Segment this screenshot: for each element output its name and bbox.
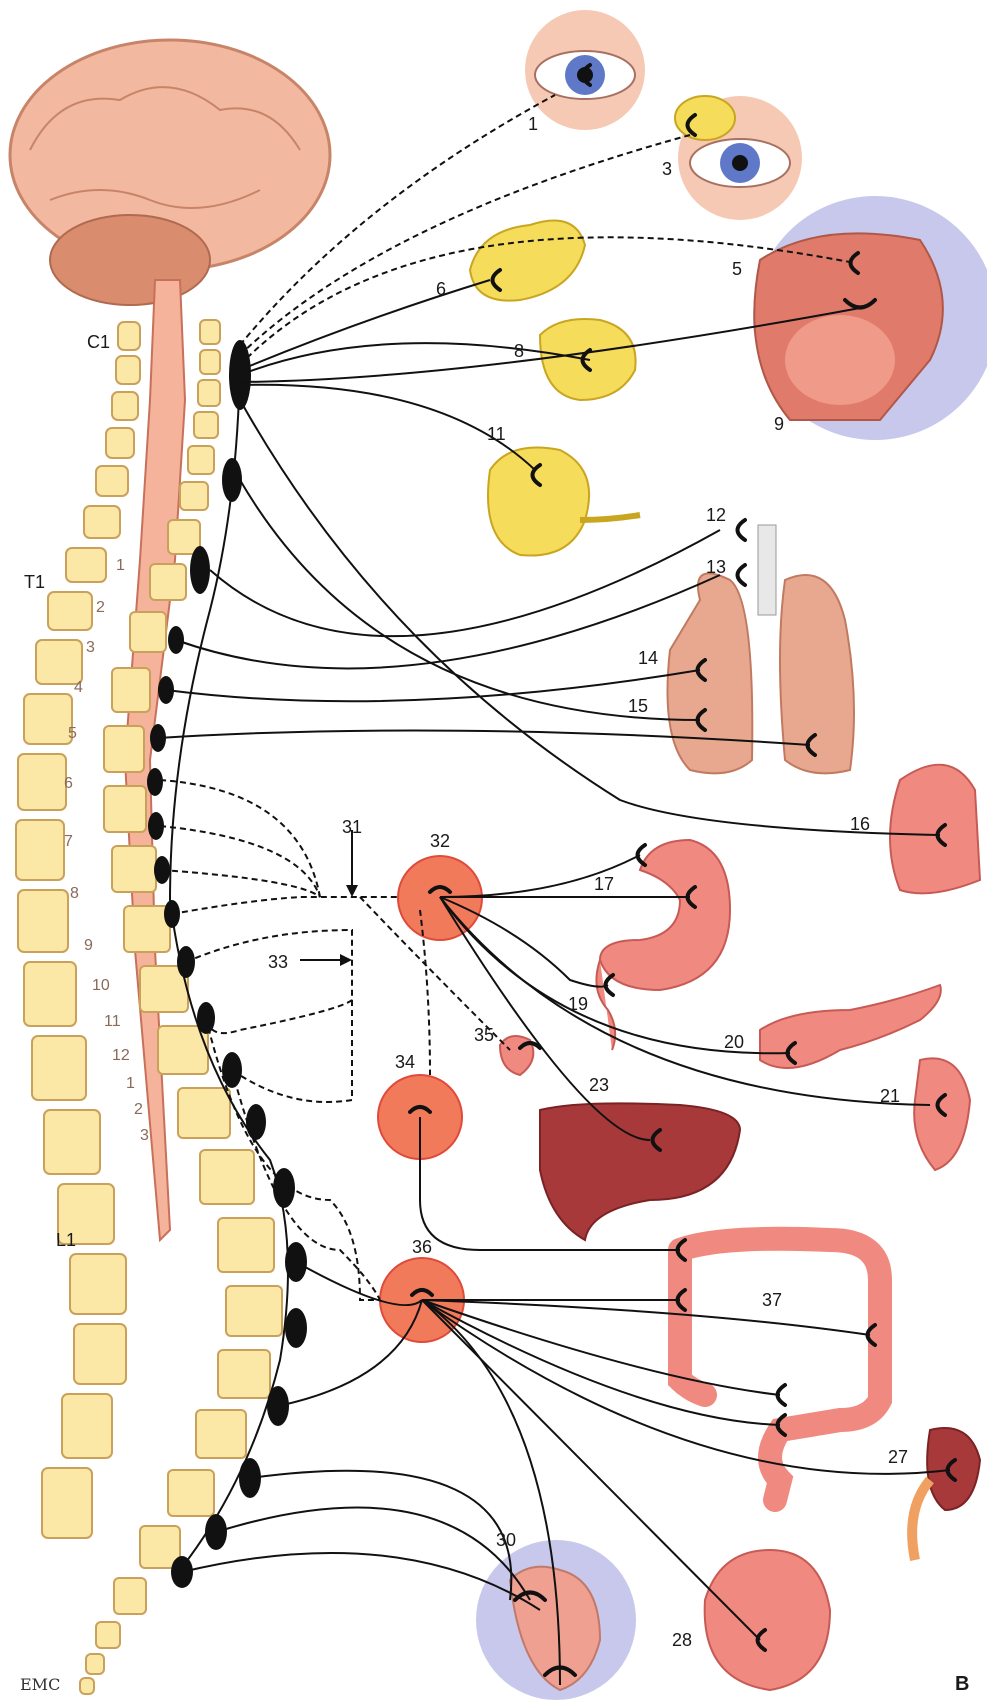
panel-letter: B [955,1673,969,1695]
label-l1: L1 [56,1230,76,1250]
label-5: 5 [732,259,742,279]
label-15: 15 [628,696,648,716]
lacrimal-gland [675,96,735,140]
label-1: 1 [528,114,538,134]
label-t1: T1 [24,572,45,592]
label-3: 3 [662,159,672,179]
segment-label: 6 [64,775,73,792]
vertebral-column [16,322,140,1538]
mouth-nasal-cavity [753,196,987,440]
segment-label: 8 [70,885,79,902]
label-34: 34 [395,1052,415,1072]
label-32: 32 [430,831,450,851]
label-23: 23 [589,1075,609,1095]
signature: EMC [20,1675,60,1694]
lacrimal-gland-6 [470,221,585,301]
genitals [476,1540,636,1700]
label-6: 6 [436,279,446,299]
segment-label: 5 [68,725,77,742]
segment-label: 10 [92,977,110,994]
liver [540,1103,740,1240]
segment-label: 7 [64,833,73,850]
label-36: 36 [412,1237,432,1257]
label-28: 28 [672,1630,692,1650]
brain [10,40,330,305]
bladder [705,1550,830,1690]
segment-label: 1 [126,1075,135,1092]
colon [680,1239,880,1500]
label-14: 14 [638,648,658,668]
label-12: 12 [706,505,726,525]
lungs [668,525,855,773]
label-9: 9 [774,414,784,434]
label-19: 19 [568,994,588,1014]
label-27: 27 [888,1447,908,1467]
stomach [600,840,730,990]
label-13: 13 [706,557,726,577]
label-8: 8 [514,341,524,361]
segment-label: 12 [112,1047,130,1064]
heart [890,765,980,894]
label-c1: C1 [87,332,110,352]
segment-label: 1 [116,557,125,574]
segment-label: 3 [140,1127,149,1144]
segment-label: 2 [134,1101,143,1118]
label-21: 21 [880,1086,900,1106]
segment-label: 2 [96,599,105,616]
label-11: 11 [487,424,506,444]
label-31: 31 [342,817,362,837]
label-17: 17 [594,874,614,894]
label-37: 37 [762,1290,782,1310]
label-16: 16 [850,814,870,834]
segment-label: 3 [86,639,95,656]
segment-label: 4 [74,679,83,696]
segment-label: 11 [104,1013,121,1030]
label-20: 20 [724,1032,744,1052]
label-35: 35 [474,1025,494,1045]
label-33: 33 [268,952,288,972]
label-30: 30 [496,1530,516,1550]
kidney [927,1428,980,1510]
segment-label: 9 [84,937,93,954]
